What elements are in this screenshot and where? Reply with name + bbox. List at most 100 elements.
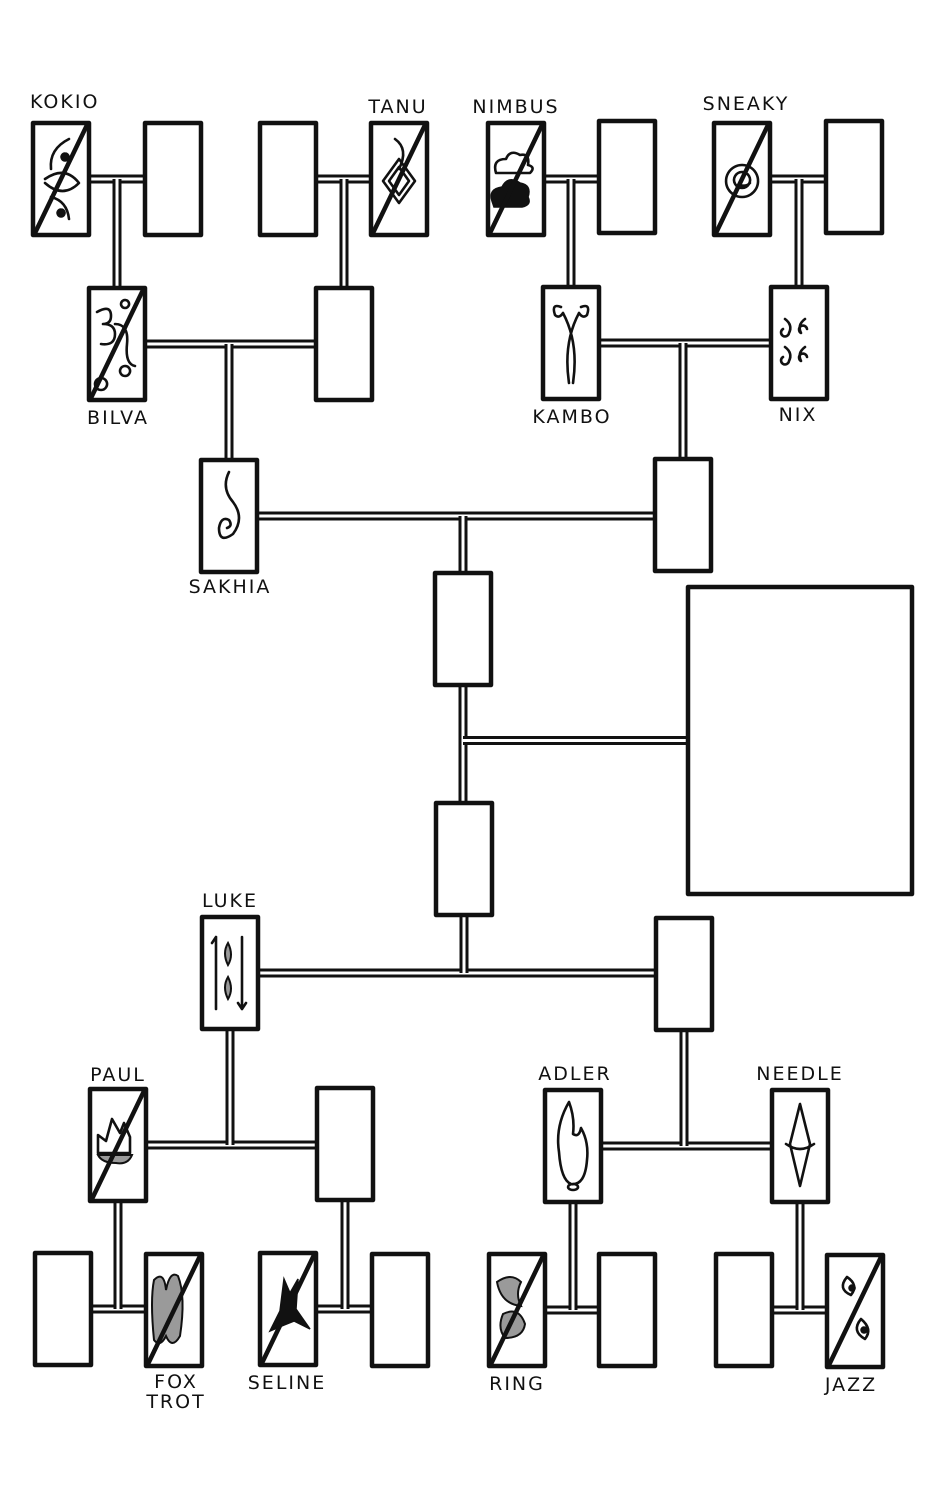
empty-member-card [32,1250,94,1368]
card-frame [653,915,715,1033]
member-name-label: ADLER [538,1063,611,1085]
member-card-sneaky [711,120,773,238]
card-frame [257,120,319,238]
four-eyes-glyph [779,317,792,338]
card-frame [314,1085,376,1203]
deceased-strike-mark [32,122,90,236]
large-frame [685,584,915,897]
empty-member-card [823,118,885,236]
deceased-strike-mark [488,1253,546,1367]
flame-glyph [556,1100,589,1192]
eye-swirl-glyph [56,208,66,218]
member-card-adler [542,1087,604,1205]
card-frame [432,570,494,688]
card-frame [198,457,260,575]
card-frame [713,1251,775,1369]
member-card-ring [486,1251,548,1369]
nodes [30,118,915,1370]
member-card-nix [768,284,830,402]
om-curl-glyph [93,298,137,392]
s-spiral-glyph [217,470,241,540]
member-name-label: JAZZ [824,1374,877,1396]
deceased-strike-mark [370,122,428,236]
card-frame [32,1250,94,1368]
member-name-label: PAUL [90,1064,146,1086]
member-name-label: NIX [779,404,818,426]
member-name-label: NIMBUS [472,96,559,118]
deceased-strike-mark [89,1088,147,1202]
member-name-label: SELINE [248,1372,326,1394]
empty-member-card [685,584,915,897]
eye-swirl-glyph [60,152,70,162]
member-name-label: SNEAKY [703,93,790,115]
member-name-label: FOX [154,1371,198,1393]
deceased-strike-mark [826,1254,884,1368]
arrows-leaves-glyph [210,935,248,1011]
card-frame [540,284,602,402]
member-card-paul [87,1086,149,1204]
arrows-leaves-glyph [224,940,232,1002]
shaded-blob-glyph [151,1273,184,1345]
empty-member-card [596,118,658,236]
member-name-label: NEEDLE [756,1063,843,1085]
card-frame [652,456,714,574]
member-card-nimbus [485,120,547,238]
empty-member-card [653,915,715,1033]
deceased-strike-mark [259,1252,317,1366]
member-card-tanu [368,120,430,238]
card-frame [542,1087,604,1205]
member-card-sakhia [198,457,260,575]
cloud-glyph [493,151,534,175]
empty-member-card [433,800,495,918]
crown-flame-glyph [96,1117,132,1155]
crown-flame-glyph [96,1154,134,1165]
deceased-strike-mark [713,122,771,236]
card-frame [596,1251,658,1369]
member-card-bilva [86,285,148,403]
member-card-jazz [824,1252,886,1370]
four-eyes-glyph [797,345,809,363]
four-eyes-glyph [797,317,809,335]
deceased-strike-mark [88,287,146,401]
member-card-kambo [540,284,602,402]
connectors [89,174,827,1315]
card-frame [313,285,375,403]
deceased-strike-mark [487,122,545,236]
card-frame [433,800,495,918]
member-card-needle [769,1087,831,1205]
member-name-label: KOKIO [30,91,99,113]
empty-member-card [142,120,204,238]
empty-member-card [257,120,319,238]
ram-horns-glyph [552,304,590,385]
percent-glyph [848,1284,868,1334]
member-name-label: TROT [145,1391,205,1413]
member-name-label: KAMBO [532,406,611,428]
card-frame [823,118,885,236]
card-frame [768,284,830,402]
member-name-label: SAKHIA [189,576,272,598]
empty-member-card [713,1251,775,1369]
four-eyes-glyph [779,345,792,366]
deceased-strike-mark [145,1253,203,1367]
card-frame [369,1251,431,1369]
labels: KOKIO TANU NIMBUS SNEAKY BILVA KAMBO NIX SAKHIA… [30,91,877,1413]
member-card-kokio [30,120,92,238]
empty-member-card [432,570,494,688]
empty-member-card [596,1251,658,1369]
member-name-label: BILVA [87,407,149,429]
member-name-label: TANU [367,96,427,118]
member-card-luke [199,914,261,1032]
empty-member-card [652,456,714,574]
percent-glyph [841,1275,870,1341]
member-name-label: RING [489,1373,545,1395]
card-frame [199,914,261,1032]
empty-member-card [369,1251,431,1369]
card-frame [596,118,658,236]
needle-diamond-glyph [784,1102,816,1188]
card-frame [142,120,204,238]
member-card-seline [257,1250,319,1368]
empty-member-card [313,285,375,403]
diamond-flame-glyph [381,137,417,205]
member-card-foxtrot [143,1251,205,1369]
